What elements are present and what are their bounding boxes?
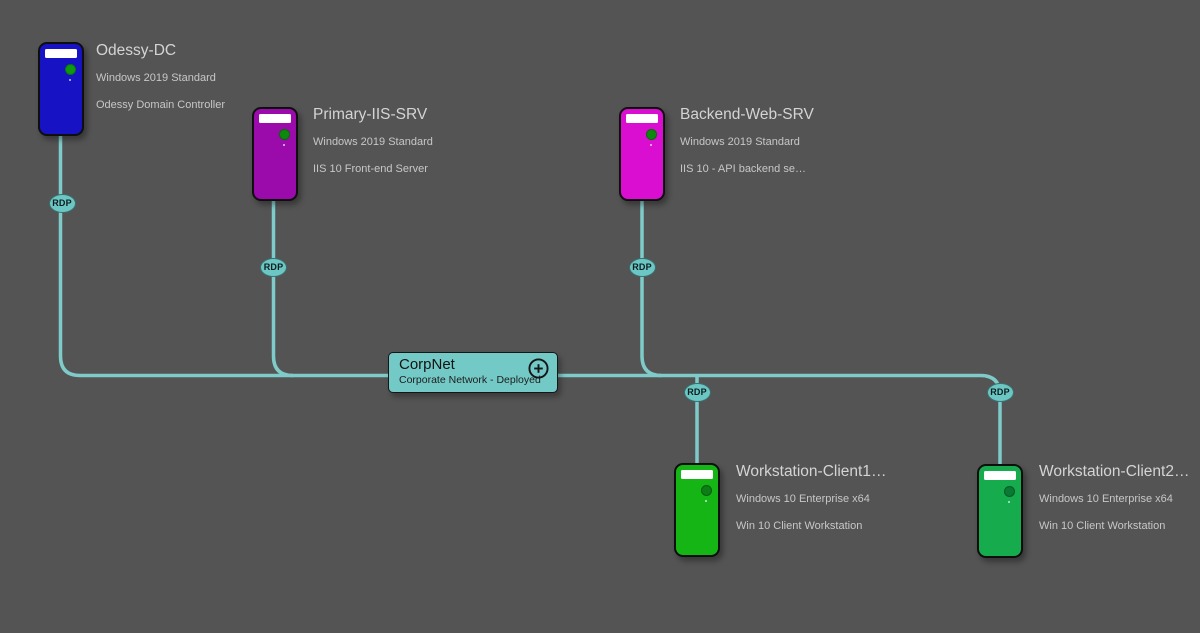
node-os: Windows 10 Enterprise x64 — [1039, 493, 1173, 505]
power-dot — [705, 500, 707, 502]
rdp-connection-badge[interactable]: RDP — [260, 257, 287, 277]
rdp-connection-badge[interactable]: RDP — [683, 382, 711, 402]
node-description: IIS 10 - API backend se… — [680, 163, 806, 175]
power-dot — [69, 79, 71, 81]
server-panel — [626, 114, 658, 123]
node-description: Win 10 Client Workstation — [736, 520, 863, 532]
rdp-connection-badge[interactable]: RDP — [48, 193, 76, 213]
workstation-panel — [984, 471, 1016, 480]
node-corpnet[interactable]: CorpNet Corporate Network - Deployed — [388, 352, 558, 393]
server-panel — [45, 49, 77, 58]
node-title: Workstation-Client2… — [1039, 463, 1190, 480]
node-os: Windows 2019 Standard — [96, 72, 216, 84]
power-dot — [650, 144, 652, 146]
node-title: Workstation-Client1… — [736, 463, 887, 480]
workstation-panel — [681, 470, 713, 479]
node-workstation-client1[interactable] — [674, 463, 720, 557]
power-dot — [283, 144, 285, 146]
status-led — [646, 129, 657, 140]
node-workstation-client2[interactable] — [977, 464, 1023, 558]
power-dot — [1008, 501, 1010, 503]
node-os: Windows 2019 Standard — [680, 136, 800, 148]
node-os: Windows 10 Enterprise x64 — [736, 493, 870, 505]
node-title: Backend-Web-SRV — [680, 106, 814, 123]
node-description: Win 10 Client Workstation — [1039, 520, 1166, 532]
node-description: IIS 10 Front-end Server — [313, 163, 428, 175]
node-description: Odessy Domain Controller — [96, 99, 225, 111]
connection-line-primary-iis[interactable] — [271, 200, 294, 378]
status-led — [279, 129, 290, 140]
status-led — [1004, 486, 1015, 497]
network-status: Corporate Network - Deployed — [399, 374, 541, 386]
connection-line-odessy-trunk-client2[interactable] — [58, 135, 1002, 465]
status-led — [701, 485, 712, 496]
node-workstation-client1-labels: Workstation-Client1… Windows 10 Enterpri… — [736, 463, 886, 533]
node-os: Windows 2019 Standard — [313, 136, 433, 148]
server-panel — [259, 114, 291, 123]
node-workstation-client2-labels: Workstation-Client2… Windows 10 Enterpri… — [1039, 463, 1189, 533]
connection-line-backend-web[interactable] — [640, 200, 662, 378]
node-odessy-dc-labels: Odessy-DC Windows 2019 Standard Odessy D… — [96, 42, 225, 112]
node-odessy-dc[interactable] — [38, 42, 84, 136]
rdp-connection-badge[interactable]: RDP — [986, 382, 1014, 402]
node-title: Primary-IIS-SRV — [313, 106, 428, 123]
node-title: Odessy-DC — [96, 42, 177, 59]
network-title: CorpNet — [399, 356, 455, 373]
node-primary-iis-srv[interactable] — [252, 107, 298, 201]
node-primary-iis-srv-labels: Primary-IIS-SRV Windows 2019 Standard II… — [313, 106, 433, 176]
node-backend-web-srv-labels: Backend-Web-SRV Windows 2019 Standard II… — [680, 106, 814, 176]
status-led — [65, 64, 76, 75]
rdp-connection-badge[interactable]: RDP — [628, 257, 656, 277]
expand-plus-icon[interactable] — [528, 358, 549, 379]
node-backend-web-srv[interactable] — [619, 107, 665, 201]
